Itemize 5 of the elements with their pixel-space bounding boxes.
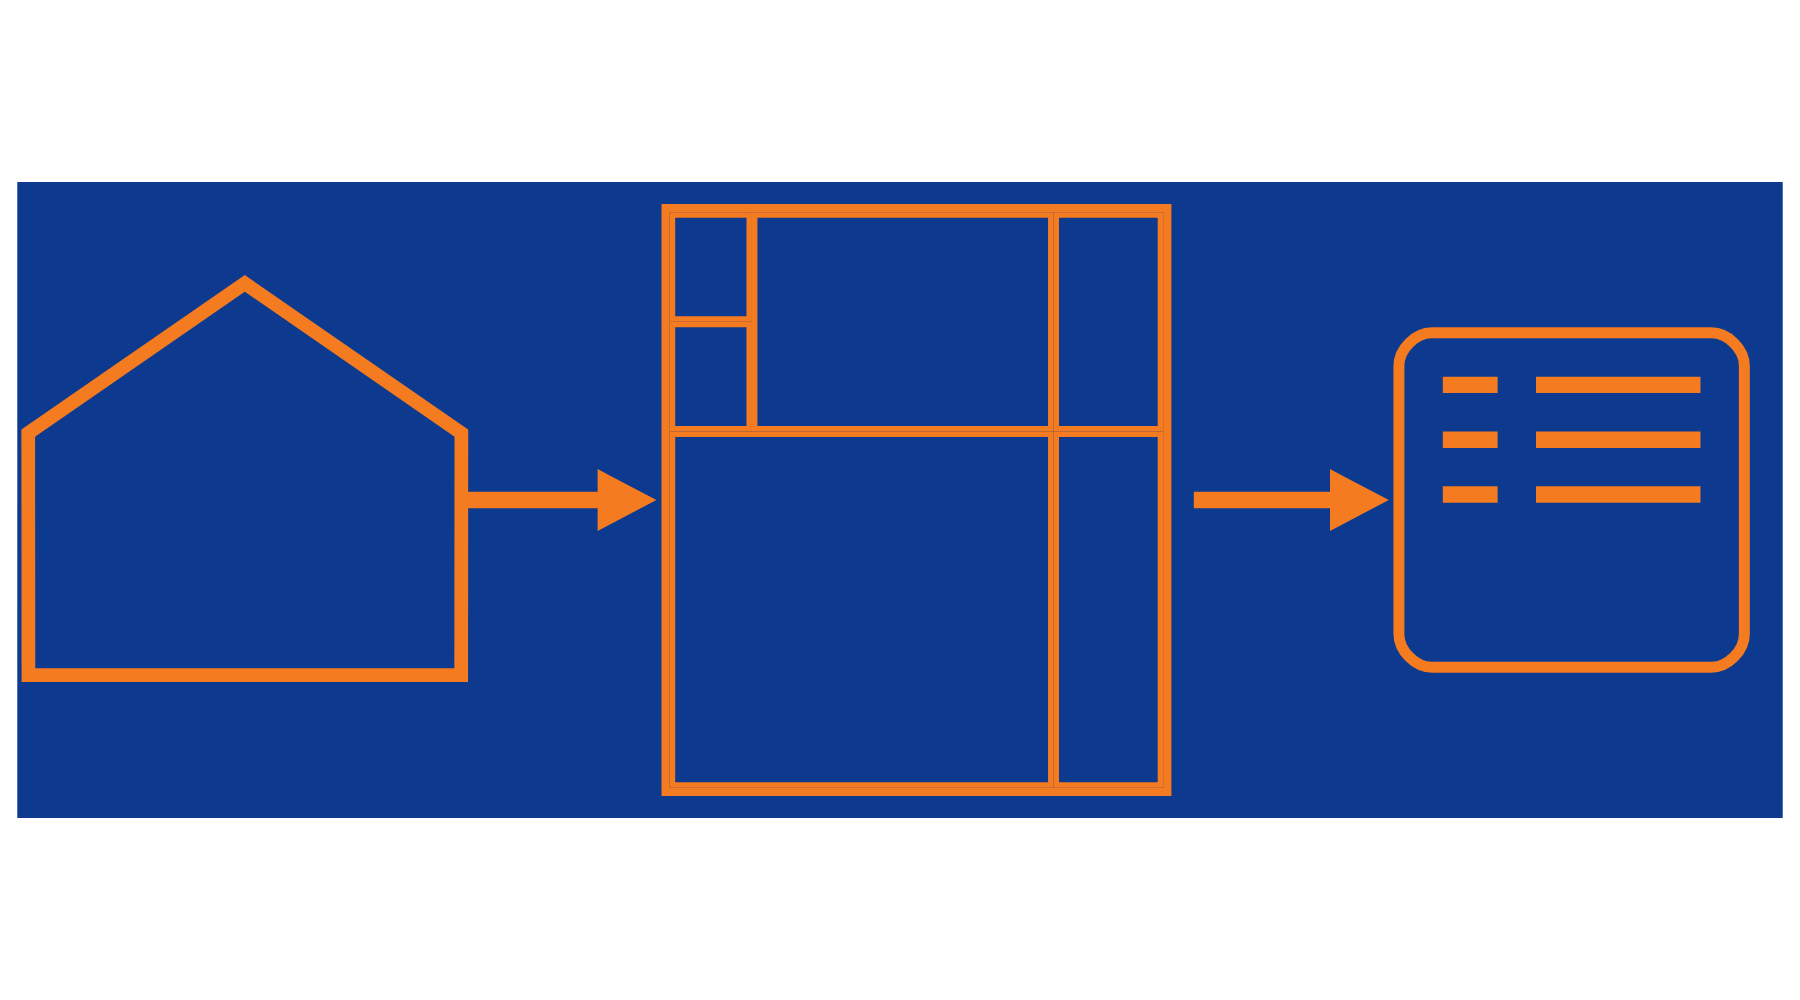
picture: [1393, 327, 1750, 673]
arrow: [462, 469, 657, 531]
picture: [661, 203, 1172, 797]
arrow: [1193, 469, 1389, 531]
picture: [21, 275, 469, 683]
